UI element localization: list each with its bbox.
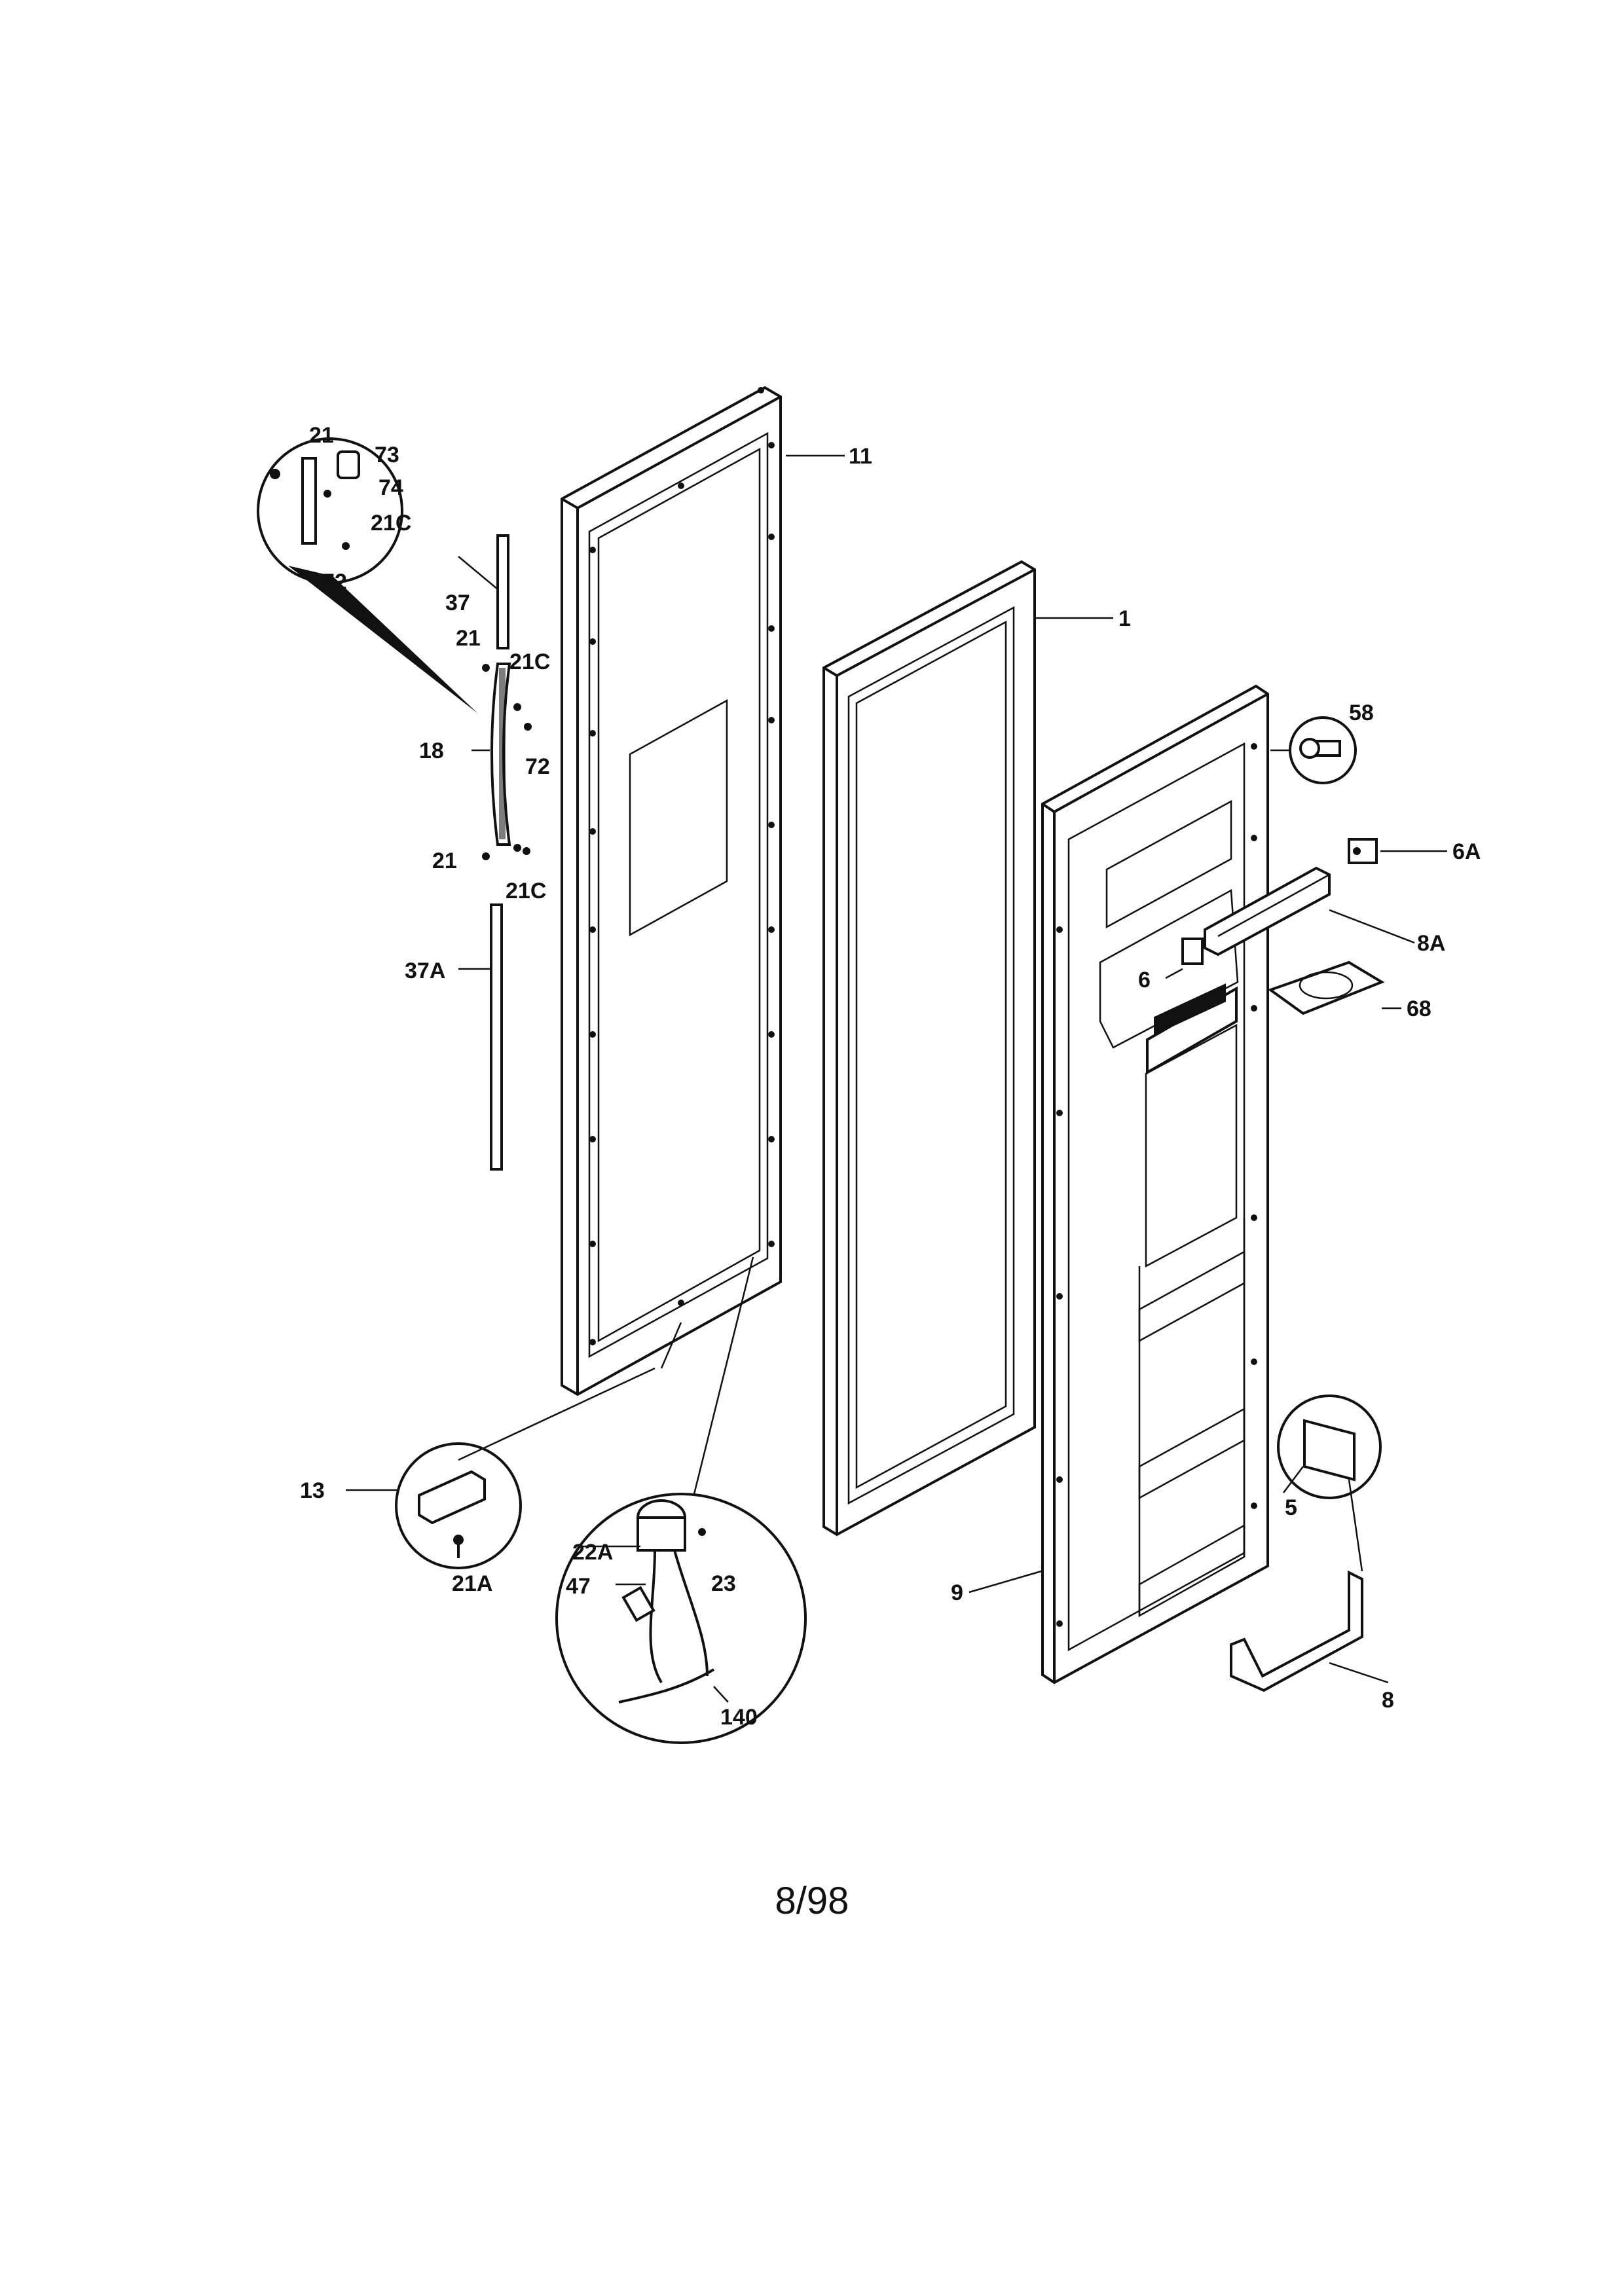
label-37a: 37A xyxy=(405,958,445,983)
label-21-top: 21 xyxy=(309,423,334,448)
screw-detail xyxy=(1289,716,1357,784)
bin-handle xyxy=(1230,1570,1363,1692)
label-72-top: 72 xyxy=(322,570,347,594)
dispenser-lever xyxy=(1267,960,1385,1015)
label-5: 5 xyxy=(1285,1495,1297,1520)
page-footer-number: 8/98 xyxy=(775,1880,849,1922)
hinge-bracket xyxy=(1348,838,1378,864)
label-47: 47 xyxy=(566,1574,591,1599)
lower-handle-trim xyxy=(490,903,503,1171)
door-gasket xyxy=(822,560,1036,1537)
label-8a: 8A xyxy=(1417,931,1445,956)
label-21c-mid: 21C xyxy=(509,649,550,674)
label-21c-top: 21C xyxy=(371,511,411,536)
leader-lines xyxy=(346,454,1447,1703)
label-58: 58 xyxy=(1349,701,1374,725)
rail-clip xyxy=(1181,938,1204,965)
label-21c-low: 21C xyxy=(506,879,546,903)
water-tube-detail xyxy=(555,1493,807,1744)
outer-door-panel xyxy=(561,386,782,1396)
label-140: 140 xyxy=(720,1705,758,1730)
door-handle xyxy=(490,663,511,846)
label-73: 73 xyxy=(375,443,399,467)
label-21a: 21A xyxy=(452,1571,492,1596)
label-1: 1 xyxy=(1118,606,1131,631)
callout-labels: 21 73 74 21C 72 11 37 21 21C 18 72 21 21… xyxy=(300,423,1481,1730)
label-21-mid: 21 xyxy=(456,626,481,651)
handle-screws xyxy=(482,664,532,860)
label-6: 6 xyxy=(1138,968,1151,993)
label-23: 23 xyxy=(711,1571,736,1596)
dispenser-rail xyxy=(1204,866,1331,957)
inner-door-liner xyxy=(1041,684,1269,1685)
label-6a: 6A xyxy=(1452,839,1481,864)
handle-hardware-detail xyxy=(257,437,478,714)
bin-pad-detail xyxy=(1277,1394,1382,1499)
label-11: 11 xyxy=(849,444,872,469)
label-68: 68 xyxy=(1407,996,1431,1021)
label-22a: 22A xyxy=(572,1540,613,1565)
label-37: 37 xyxy=(445,591,470,615)
label-9: 9 xyxy=(951,1580,963,1605)
label-8: 8 xyxy=(1382,1688,1394,1713)
label-72-mid: 72 xyxy=(525,754,550,779)
label-13: 13 xyxy=(300,1478,325,1503)
label-74: 74 xyxy=(378,475,403,500)
hinge-pin-detail xyxy=(395,1442,522,1569)
upper-handle-trim xyxy=(496,534,509,649)
label-21-low: 21 xyxy=(432,848,457,873)
label-18: 18 xyxy=(419,738,444,763)
